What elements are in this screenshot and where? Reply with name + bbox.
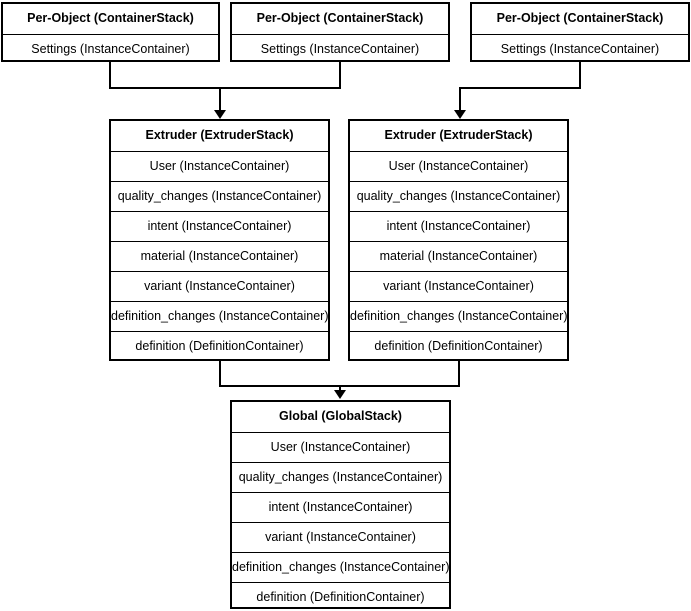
node-row: variant (InstanceContainer) [350,271,567,301]
arrow-into-global [334,390,346,399]
node-header: Per-Object (ContainerStack) [496,11,664,25]
node-per-object-3[interactable]: Per-Object (ContainerStack) Settings (In… [470,2,690,62]
edge-extruder-2-join [459,87,581,89]
edge-extruder-1-into [219,87,221,113]
edge-extruder-1-drop [219,361,221,387]
node-per-object-1[interactable]: Per-Object (ContainerStack) Settings (In… [1,2,220,62]
node-extruder-1[interactable]: Extruder (ExtruderStack) User (InstanceC… [109,119,330,361]
node-row: User (InstanceContainer) [232,432,449,462]
node-row: quality_changes (InstanceContainer) [232,462,449,492]
node-row: definition_changes (InstanceContainer) [350,301,567,331]
node-global[interactable]: Global (GlobalStack) User (InstanceConta… [230,400,451,609]
edge-global-into [339,385,341,393]
edge-extruder-2-drop [458,361,460,387]
node-row: definition (DefinitionContainer) [350,331,567,361]
node-extruder-2[interactable]: Extruder (ExtruderStack) User (InstanceC… [348,119,569,361]
edge-per-object-2-drop [339,62,341,89]
node-row: User (InstanceContainer) [111,151,328,181]
edge-per-object-3-drop [579,62,581,89]
node-row: Settings (InstanceContainer) [472,34,688,64]
arrow-into-extruder-1 [214,110,226,119]
node-per-object-2[interactable]: Per-Object (ContainerStack) Settings (In… [230,2,450,62]
node-row: Settings (InstanceContainer) [3,34,218,64]
node-row: material (InstanceContainer) [350,241,567,271]
node-row: definition_changes (InstanceContainer) [111,301,328,331]
arrow-into-extruder-2 [454,110,466,119]
node-row: Settings (InstanceContainer) [232,34,448,64]
node-row: variant (InstanceContainer) [111,271,328,301]
edge-extruder-1-join [109,87,341,89]
node-row: variant (InstanceContainer) [232,522,449,552]
node-row: quality_changes (InstanceContainer) [350,181,567,211]
node-header: Extruder (ExtruderStack) [384,128,533,142]
node-row: definition (DefinitionContainer) [232,582,449,611]
node-row: intent (InstanceContainer) [232,492,449,522]
node-header: Extruder (ExtruderStack) [145,128,294,142]
node-row: definition_changes (InstanceContainer) [232,552,449,582]
node-row: material (InstanceContainer) [111,241,328,271]
node-header: Per-Object (ContainerStack) [27,11,194,25]
node-row: intent (InstanceContainer) [350,211,567,241]
node-header: Global (GlobalStack) [279,409,402,423]
node-row: intent (InstanceContainer) [111,211,328,241]
node-row: definition (DefinitionContainer) [111,331,328,361]
edge-per-object-1-drop [109,62,111,89]
node-row: quality_changes (InstanceContainer) [111,181,328,211]
edge-extruder-2-into [459,87,461,113]
node-row: User (InstanceContainer) [350,151,567,181]
node-header: Per-Object (ContainerStack) [256,11,424,25]
